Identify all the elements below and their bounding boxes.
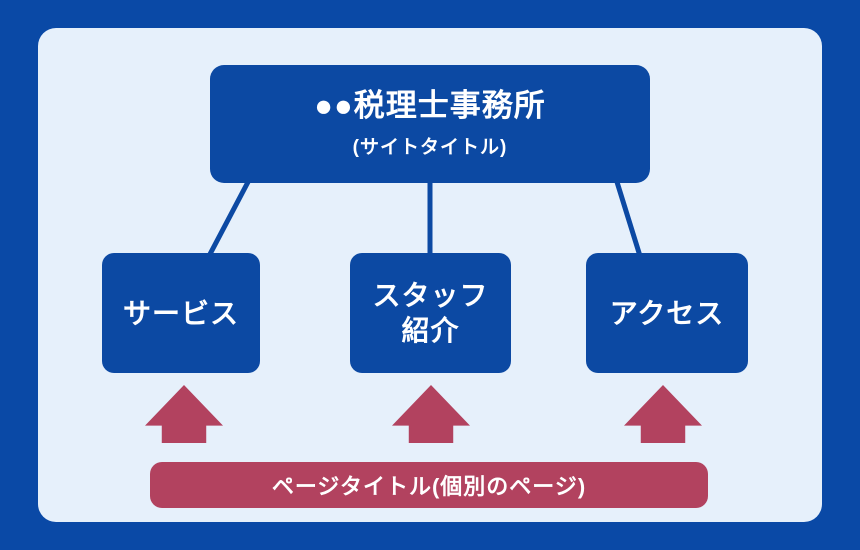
page-box-access: アクセス bbox=[586, 253, 748, 373]
page-box-label: アクセス bbox=[609, 297, 725, 329]
site-title-box: ●●税理士事務所 (サイトタイトル) bbox=[210, 65, 650, 183]
page-title-banner: ページタイトル(個別のページ) bbox=[150, 462, 708, 508]
site-title-caption: (サイトタイトル) bbox=[352, 137, 508, 159]
page-box-service: サービス bbox=[102, 253, 260, 373]
page-title-banner-label: ページタイトル(個別のページ) bbox=[271, 474, 587, 499]
page-box-label: スタッフ 紹介 bbox=[372, 280, 489, 346]
site-title: ●●税理士事務所 bbox=[314, 87, 546, 123]
page-box-staff: スタッフ 紹介 bbox=[350, 253, 511, 373]
page-box-label: サービス bbox=[122, 297, 239, 329]
